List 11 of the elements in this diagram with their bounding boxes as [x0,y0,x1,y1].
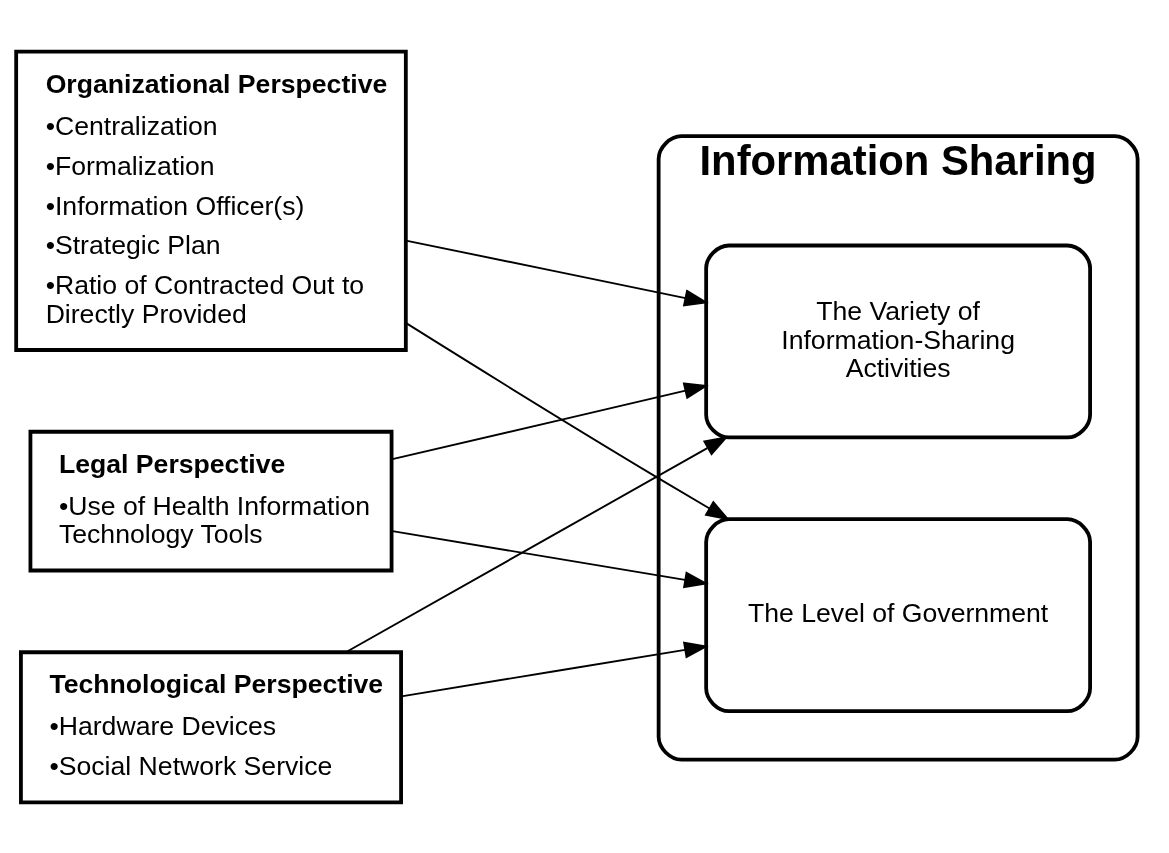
node-box: Legal Perspective •Use of Health Information Technology Tools [28,429,394,572]
arrow [405,321,731,521]
arrow [391,382,709,460]
node-box: The Variety of Information-Sharing Activities [704,243,1092,439]
node-box: The Level of Government [704,516,1092,713]
arrow [345,435,729,653]
arrow [391,529,709,588]
arrow [405,239,709,306]
node-box: Organizational Perspective •Centralization •Formalization •Information Officer(s) •Strategic Plan •Ratio of Contracted Out to Directly Provided [14,49,408,352]
arrow [400,640,709,697]
node-box: Technological Perspective •Hardware Devices •Social Network Service [19,649,403,804]
